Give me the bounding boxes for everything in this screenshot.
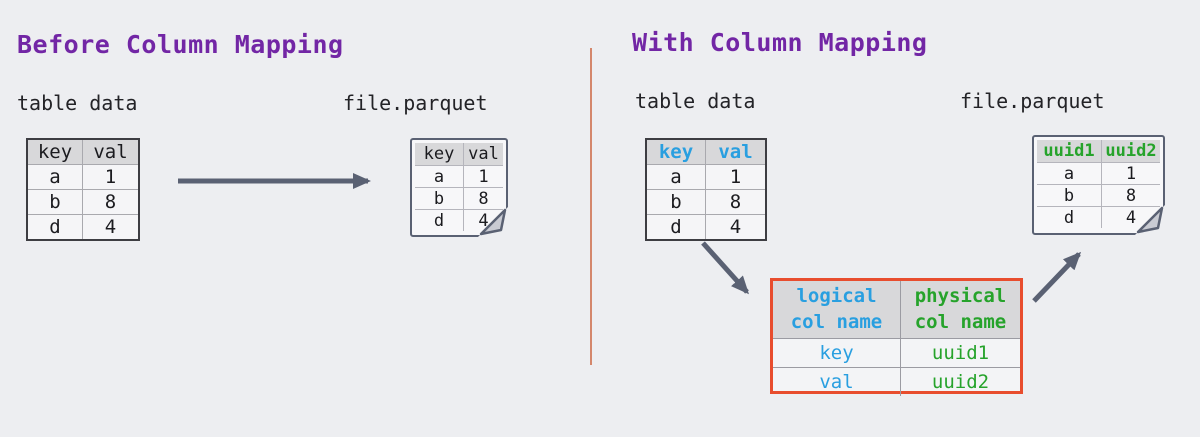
table-header-row: key val: [645, 138, 767, 165]
table-row: d 4: [26, 214, 140, 241]
table-row: a 1: [415, 165, 503, 188]
table-row: a 1: [645, 164, 767, 190]
cell: val: [773, 367, 901, 396]
table-row: b 8: [1037, 184, 1160, 207]
table-row: d 4: [645, 214, 767, 241]
cell: 4: [478, 210, 489, 231]
right-panel-title: With Column Mapping: [632, 28, 928, 57]
table-header-row: logical col name physical col name: [773, 281, 1020, 339]
left-table-data-label: table data: [17, 91, 138, 115]
cell: uuid2: [900, 367, 1020, 396]
table-header-row: key val: [415, 143, 503, 166]
cell: b: [26, 189, 83, 215]
panel-divider: [590, 48, 592, 365]
parquet-table: uuid1 uuid2 a 1 b 8 d 4: [1037, 140, 1160, 228]
header-cell: val: [463, 143, 503, 166]
cell: d: [415, 209, 464, 231]
header-cell: val: [82, 138, 140, 165]
header-cell: physical col name: [900, 281, 1020, 339]
column-mapping-table: logical col name physical col name key u…: [770, 278, 1023, 396]
cell: 8: [1101, 184, 1160, 207]
right-table-data: key val a 1 b 8 d 4: [645, 138, 767, 241]
header-cell: logical col name: [773, 281, 901, 339]
table-row: d 4: [1037, 206, 1160, 228]
left-parquet-file-icon: key val a 1 b 8 d 4: [410, 138, 508, 237]
cell: key: [773, 338, 901, 368]
cell: a: [645, 164, 706, 190]
cell: d: [1037, 206, 1102, 228]
cell: a: [415, 165, 464, 188]
table-row: val uuid2: [773, 367, 1020, 396]
folded-corner-icon: [1135, 205, 1165, 235]
cell: a: [1037, 162, 1102, 185]
left-panel-title: Before Column Mapping: [17, 30, 344, 59]
cell: 4: [1125, 207, 1137, 228]
mapping-table: logical col name physical col name key u…: [773, 281, 1020, 396]
cell: 8: [705, 189, 767, 215]
table-row: b 8: [645, 189, 767, 215]
left-table-data: key val a 1 b 8 d 4: [26, 138, 140, 241]
right-parquet-file-label: file.parquet: [960, 89, 1105, 113]
table-row: a 1: [1037, 162, 1160, 185]
table-row: b 8: [26, 189, 140, 215]
arrow-table-to-mapping: [701, 241, 750, 295]
table-row: d 4: [415, 209, 503, 231]
header-cell: key: [415, 143, 464, 166]
header-cell: uuid2: [1101, 140, 1160, 163]
table-header-row: uuid1 uuid2: [1037, 140, 1160, 163]
cell: d: [645, 214, 706, 241]
header-cell: key: [645, 138, 706, 165]
folded-corner-icon: [478, 207, 508, 237]
cell: 1: [705, 164, 767, 190]
table-header-row: key val: [26, 138, 140, 165]
header-cell: uuid1: [1037, 140, 1102, 163]
right-table-data-label: table data: [635, 89, 756, 113]
cell: 8: [463, 187, 503, 210]
cell: 4: [82, 214, 140, 241]
cell: 4: [705, 214, 767, 241]
cell: 8: [82, 189, 140, 215]
left-parquet-file-label: file.parquet: [343, 91, 488, 115]
cell: 1: [463, 165, 503, 188]
table-row: a 1: [26, 164, 140, 190]
header-cell: val: [705, 138, 767, 165]
cell: uuid1: [900, 338, 1020, 368]
header-cell: key: [26, 138, 83, 165]
cell: 1: [82, 164, 140, 190]
cell: b: [645, 189, 706, 215]
parquet-table: key val a 1 b 8 d 4: [415, 143, 503, 231]
cell: d: [26, 214, 83, 241]
arrow-mapping-to-parquet: [1032, 251, 1082, 303]
table-row: b 8: [415, 187, 503, 210]
cell: b: [415, 187, 464, 210]
cell: a: [26, 164, 83, 190]
cell: b: [1037, 184, 1102, 207]
table-row: key uuid1: [773, 338, 1020, 368]
right-parquet-file-icon: uuid1 uuid2 a 1 b 8 d 4: [1032, 135, 1165, 235]
cell: 1: [1101, 162, 1160, 185]
